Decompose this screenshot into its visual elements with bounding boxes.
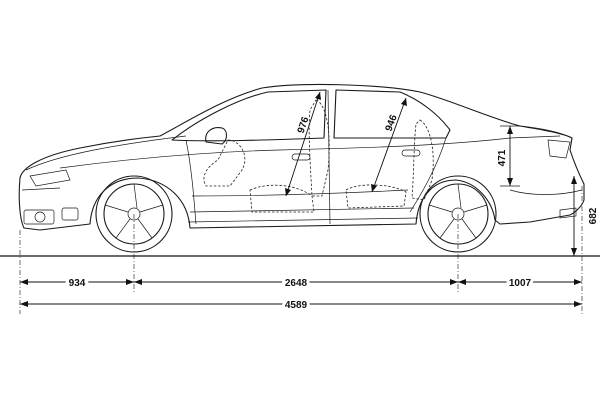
overall-length-label: 4589: [285, 300, 308, 311]
front-seat-diagonal-label: 976: [296, 115, 312, 135]
wheelbase-label: 2648: [285, 278, 308, 289]
rear-overhang-label: 1007: [509, 278, 532, 289]
body-outline: [18, 83, 585, 231]
rear-height-label: 682: [588, 207, 599, 224]
front-window: [171, 89, 327, 142]
rear-window: [333, 89, 451, 139]
dimension-lines: [20, 91, 582, 307]
rear-seat-diagonal-label: 946: [384, 113, 400, 133]
extension-lines: [19, 125, 583, 314]
front-overhang-label: 934: [69, 278, 86, 289]
side-mirror: [205, 127, 228, 145]
car-body: [18, 83, 585, 231]
boot-height-label: 471: [497, 149, 508, 166]
